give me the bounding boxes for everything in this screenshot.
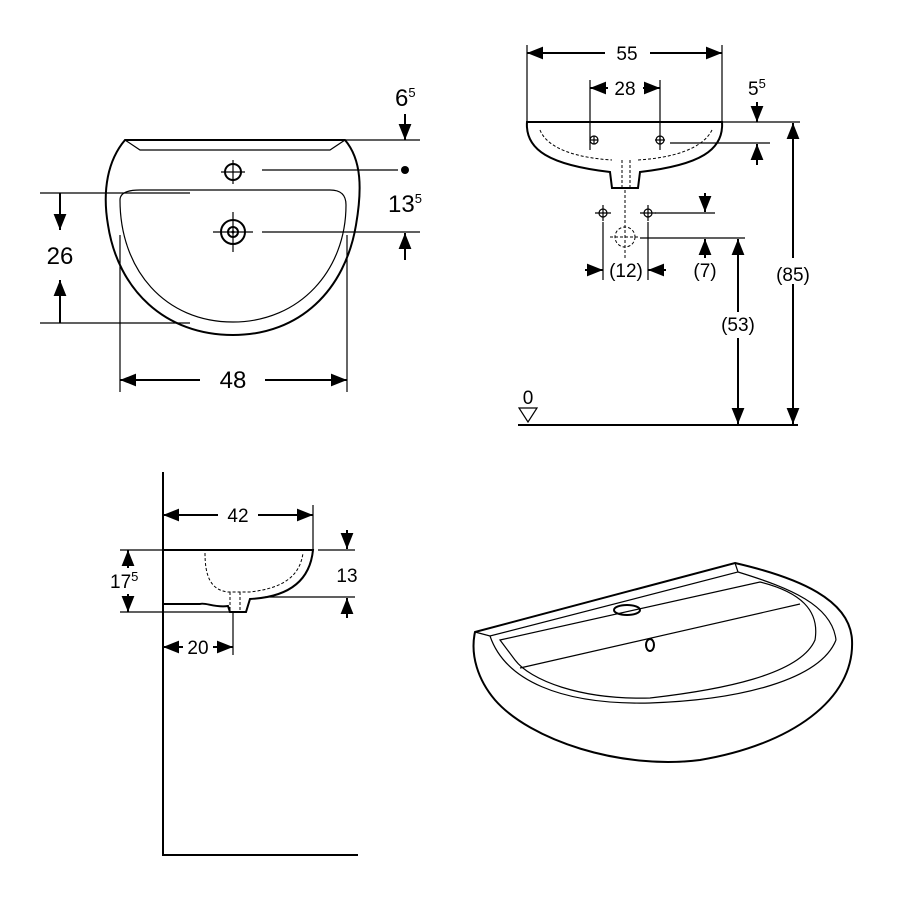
rim-bevel [124, 139, 346, 151]
basin-3d-bowl [498, 581, 817, 699]
floor-level-icon [517, 407, 539, 424]
overflow-hole-3d [645, 638, 655, 652]
bracket-hole-crosshairs [590, 136, 665, 144]
fixing-extension-lines [602, 212, 745, 280]
wall-line [162, 472, 358, 856]
basin-outline [104, 139, 361, 337]
bowl-outline [119, 189, 347, 323]
dim-projection: 42 [227, 506, 248, 527]
dim-depth: 26 [47, 243, 74, 270]
basin-3d-view [472, 561, 854, 763]
basin-3d-rim-edge [489, 635, 837, 704]
basin-3d-bowl-crease [519, 603, 801, 669]
waste-outlet-crosshair [610, 190, 640, 258]
basin-side [163, 549, 315, 613]
fixing-left-crosshair [595, 205, 611, 221]
dim-top-offset-main: 6 [395, 85, 408, 112]
dim-fixing-spacing: (12) [609, 261, 643, 282]
tap-hole-crosshair [221, 160, 245, 184]
dim-rim-main: 5 [748, 79, 759, 100]
bowl-depth-extension-lines [265, 549, 355, 598]
dim-width: 55 [616, 44, 637, 65]
waste-height-label-background [718, 312, 758, 338]
dim-top-offset-sup: 5 [408, 85, 415, 100]
dim-rim: 55 [748, 76, 766, 100]
dim-width-inner: 48 [220, 367, 247, 394]
side-view: 42 175 13 20 [110, 472, 358, 856]
dim-waste-projection: 20 [187, 638, 208, 659]
basin-hidden-lines [539, 129, 713, 188]
basin-side-hidden-lines [204, 552, 304, 612]
rim-height-label-background [775, 258, 811, 284]
fixing-right-crosshair [640, 205, 656, 221]
dim-height: 175 [110, 569, 138, 593]
dim-bracket-spacing: 28 [614, 79, 635, 100]
rim-extension-lines [670, 121, 800, 144]
dim-height-main: 17 [110, 572, 131, 593]
width-extension-lines [119, 235, 348, 392]
front-view: 55 28 55 (12) (7) (85) (53) [517, 44, 811, 426]
dim-height-sup: 5 [131, 569, 138, 584]
dim-bowl-depth: 13 [336, 566, 357, 587]
floor-level: 0 [523, 388, 534, 409]
dim-hole-offset: 135 [388, 191, 422, 218]
dim-waste-height: (53) [721, 315, 755, 336]
dim-hole-offset-main: 13 [388, 191, 415, 218]
basin-3d-outer-shell [472, 561, 854, 763]
dim-top-offset: 65 [395, 85, 416, 112]
tap-hole-3d [613, 604, 641, 616]
depth-extension-lines [40, 192, 190, 324]
dim-rim-height: (85) [776, 265, 810, 286]
fixing-points [595, 190, 656, 258]
basin-3d-rim-top [474, 562, 837, 641]
hole-offset-extension-lines [262, 169, 420, 233]
dim-hole-offset-sup: 5 [415, 191, 422, 206]
plan-view: 26 48 65 135 [40, 85, 422, 394]
hole-offset-marker-dot [401, 166, 409, 174]
basin-front [525, 121, 724, 189]
dim-fixing-offset: (7) [693, 261, 716, 282]
dim-rim-sup: 5 [759, 76, 766, 91]
drain-center-dot [231, 230, 235, 234]
